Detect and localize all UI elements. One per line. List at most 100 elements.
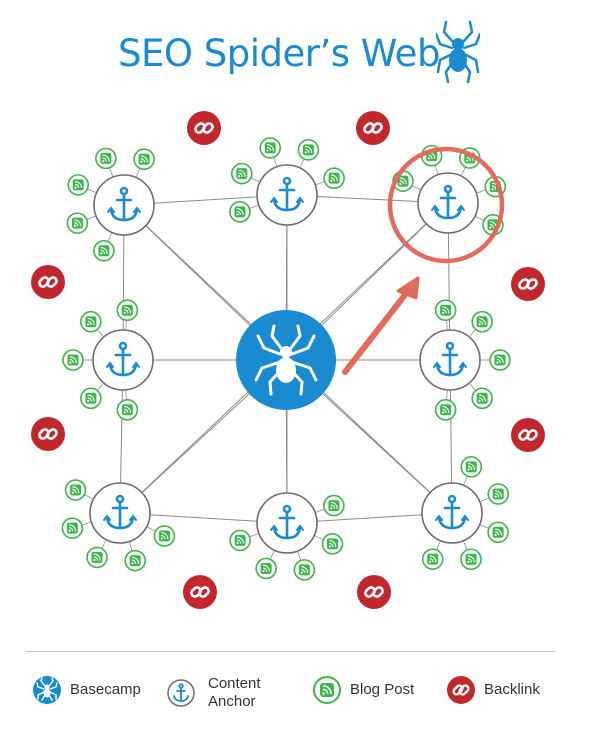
highlight-circle	[387, 146, 505, 264]
rss-icon	[95, 147, 117, 170]
rss-icon	[255, 557, 277, 580]
anchor-icon	[106, 341, 140, 377]
spider-icon	[33, 676, 61, 704]
content-anchor-node	[421, 482, 483, 544]
chain-link-icon	[31, 265, 65, 299]
rss-icon	[86, 546, 108, 569]
arrow-shaft	[342, 288, 411, 375]
satellite-line	[125, 390, 127, 400]
anchor-icon	[270, 504, 304, 540]
rss-icon	[80, 310, 102, 333]
rss-icon	[421, 548, 444, 570]
satellite-line	[315, 508, 325, 513]
rss-icon	[229, 201, 251, 223]
anchor-icon	[103, 494, 137, 530]
satellite-line	[315, 535, 324, 541]
satellite-line	[96, 329, 104, 337]
satellite-line	[475, 216, 485, 221]
rss-icon	[80, 387, 102, 410]
spider-web-diagram	[31, 111, 545, 609]
satellite-line	[96, 383, 104, 391]
chain-link-icon	[357, 575, 391, 609]
satellite-line	[249, 533, 259, 538]
legend: Basecamp Content Anchor Blog Post	[0, 665, 591, 725]
legend-item-content-anchor: Content Anchor	[166, 675, 261, 711]
rss-icon	[133, 148, 155, 171]
satellite-line	[249, 205, 258, 209]
page-title: SEO Spider’s Web	[118, 32, 440, 75]
rss-icon	[153, 525, 176, 547]
satellite-line	[129, 542, 133, 552]
satellite-line	[269, 551, 275, 560]
rss-icon	[67, 174, 90, 196]
rss-icon	[460, 548, 482, 571]
legend-label-backlink: Backlink	[484, 681, 540, 698]
satellite-line	[446, 320, 448, 330]
satellite-line	[81, 522, 91, 526]
satellite-line	[463, 475, 468, 485]
satellite-line	[434, 165, 439, 174]
rss-icon	[116, 299, 139, 321]
satellite-line	[469, 329, 477, 337]
satellite-line	[84, 494, 93, 500]
rss-icon	[487, 483, 510, 505]
satellite-line	[109, 167, 114, 177]
rss-icon	[487, 521, 509, 544]
rss-icon	[124, 549, 146, 572]
rss-icon	[259, 137, 281, 159]
content-anchor-node	[89, 482, 151, 544]
satellite-line	[411, 185, 421, 190]
rss-icon	[93, 239, 115, 262]
anchor-icon	[435, 494, 469, 530]
satellite-line	[297, 551, 302, 561]
satellite-line	[480, 497, 490, 502]
satellite-line	[107, 233, 112, 242]
satellite-line	[469, 383, 477, 391]
rss-icon	[321, 533, 344, 555]
chain-link-icon	[183, 575, 217, 609]
rss-icon	[460, 456, 483, 478]
rss-icon	[489, 349, 511, 371]
legend-item-blog-post: Blog Post	[312, 675, 414, 705]
satellite-line	[299, 158, 305, 168]
rss-icon	[116, 399, 139, 421]
satellite-line	[480, 524, 490, 529]
content-anchor-node	[419, 329, 481, 391]
rss-icon	[323, 167, 345, 189]
anchor-icon	[167, 679, 195, 707]
chain-link-icon	[31, 417, 65, 451]
anchor-icon	[107, 186, 141, 222]
satellite-line	[147, 526, 156, 532]
chain-link-icon	[356, 111, 390, 145]
content-anchor-node	[92, 329, 154, 391]
content-anchor-node	[417, 172, 479, 234]
rss-icon	[313, 676, 341, 704]
title-area: SEO Spider’s Web	[0, 20, 591, 90]
rss-icon	[66, 212, 89, 234]
basecamp-node	[236, 310, 336, 410]
rss-icon	[62, 349, 84, 371]
satellite-line	[250, 177, 260, 183]
satellite-line	[136, 168, 141, 177]
satellite-line	[463, 541, 468, 551]
rss-icon	[64, 479, 87, 501]
arrow-head	[396, 276, 420, 300]
chain-link-icon	[511, 418, 545, 452]
content-anchor-node	[256, 492, 318, 554]
rss-icon	[434, 399, 457, 421]
rss-icon	[323, 494, 345, 517]
satellite-line	[125, 320, 127, 330]
satellite-line	[316, 181, 325, 185]
legend-item-backlink: Backlink	[446, 675, 540, 705]
rss-icon	[231, 162, 253, 185]
legend-label-content-anchor: Content Anchor	[208, 675, 261, 710]
satellite-line	[461, 166, 466, 176]
satellite-line	[436, 541, 441, 551]
satellite-line	[273, 157, 277, 166]
rss-icon	[293, 559, 316, 581]
highlight-annotation	[342, 146, 505, 375]
legend-divider	[26, 651, 556, 652]
satellite-line	[446, 390, 448, 400]
spider-icon	[436, 20, 480, 84]
rss-icon	[434, 299, 457, 321]
